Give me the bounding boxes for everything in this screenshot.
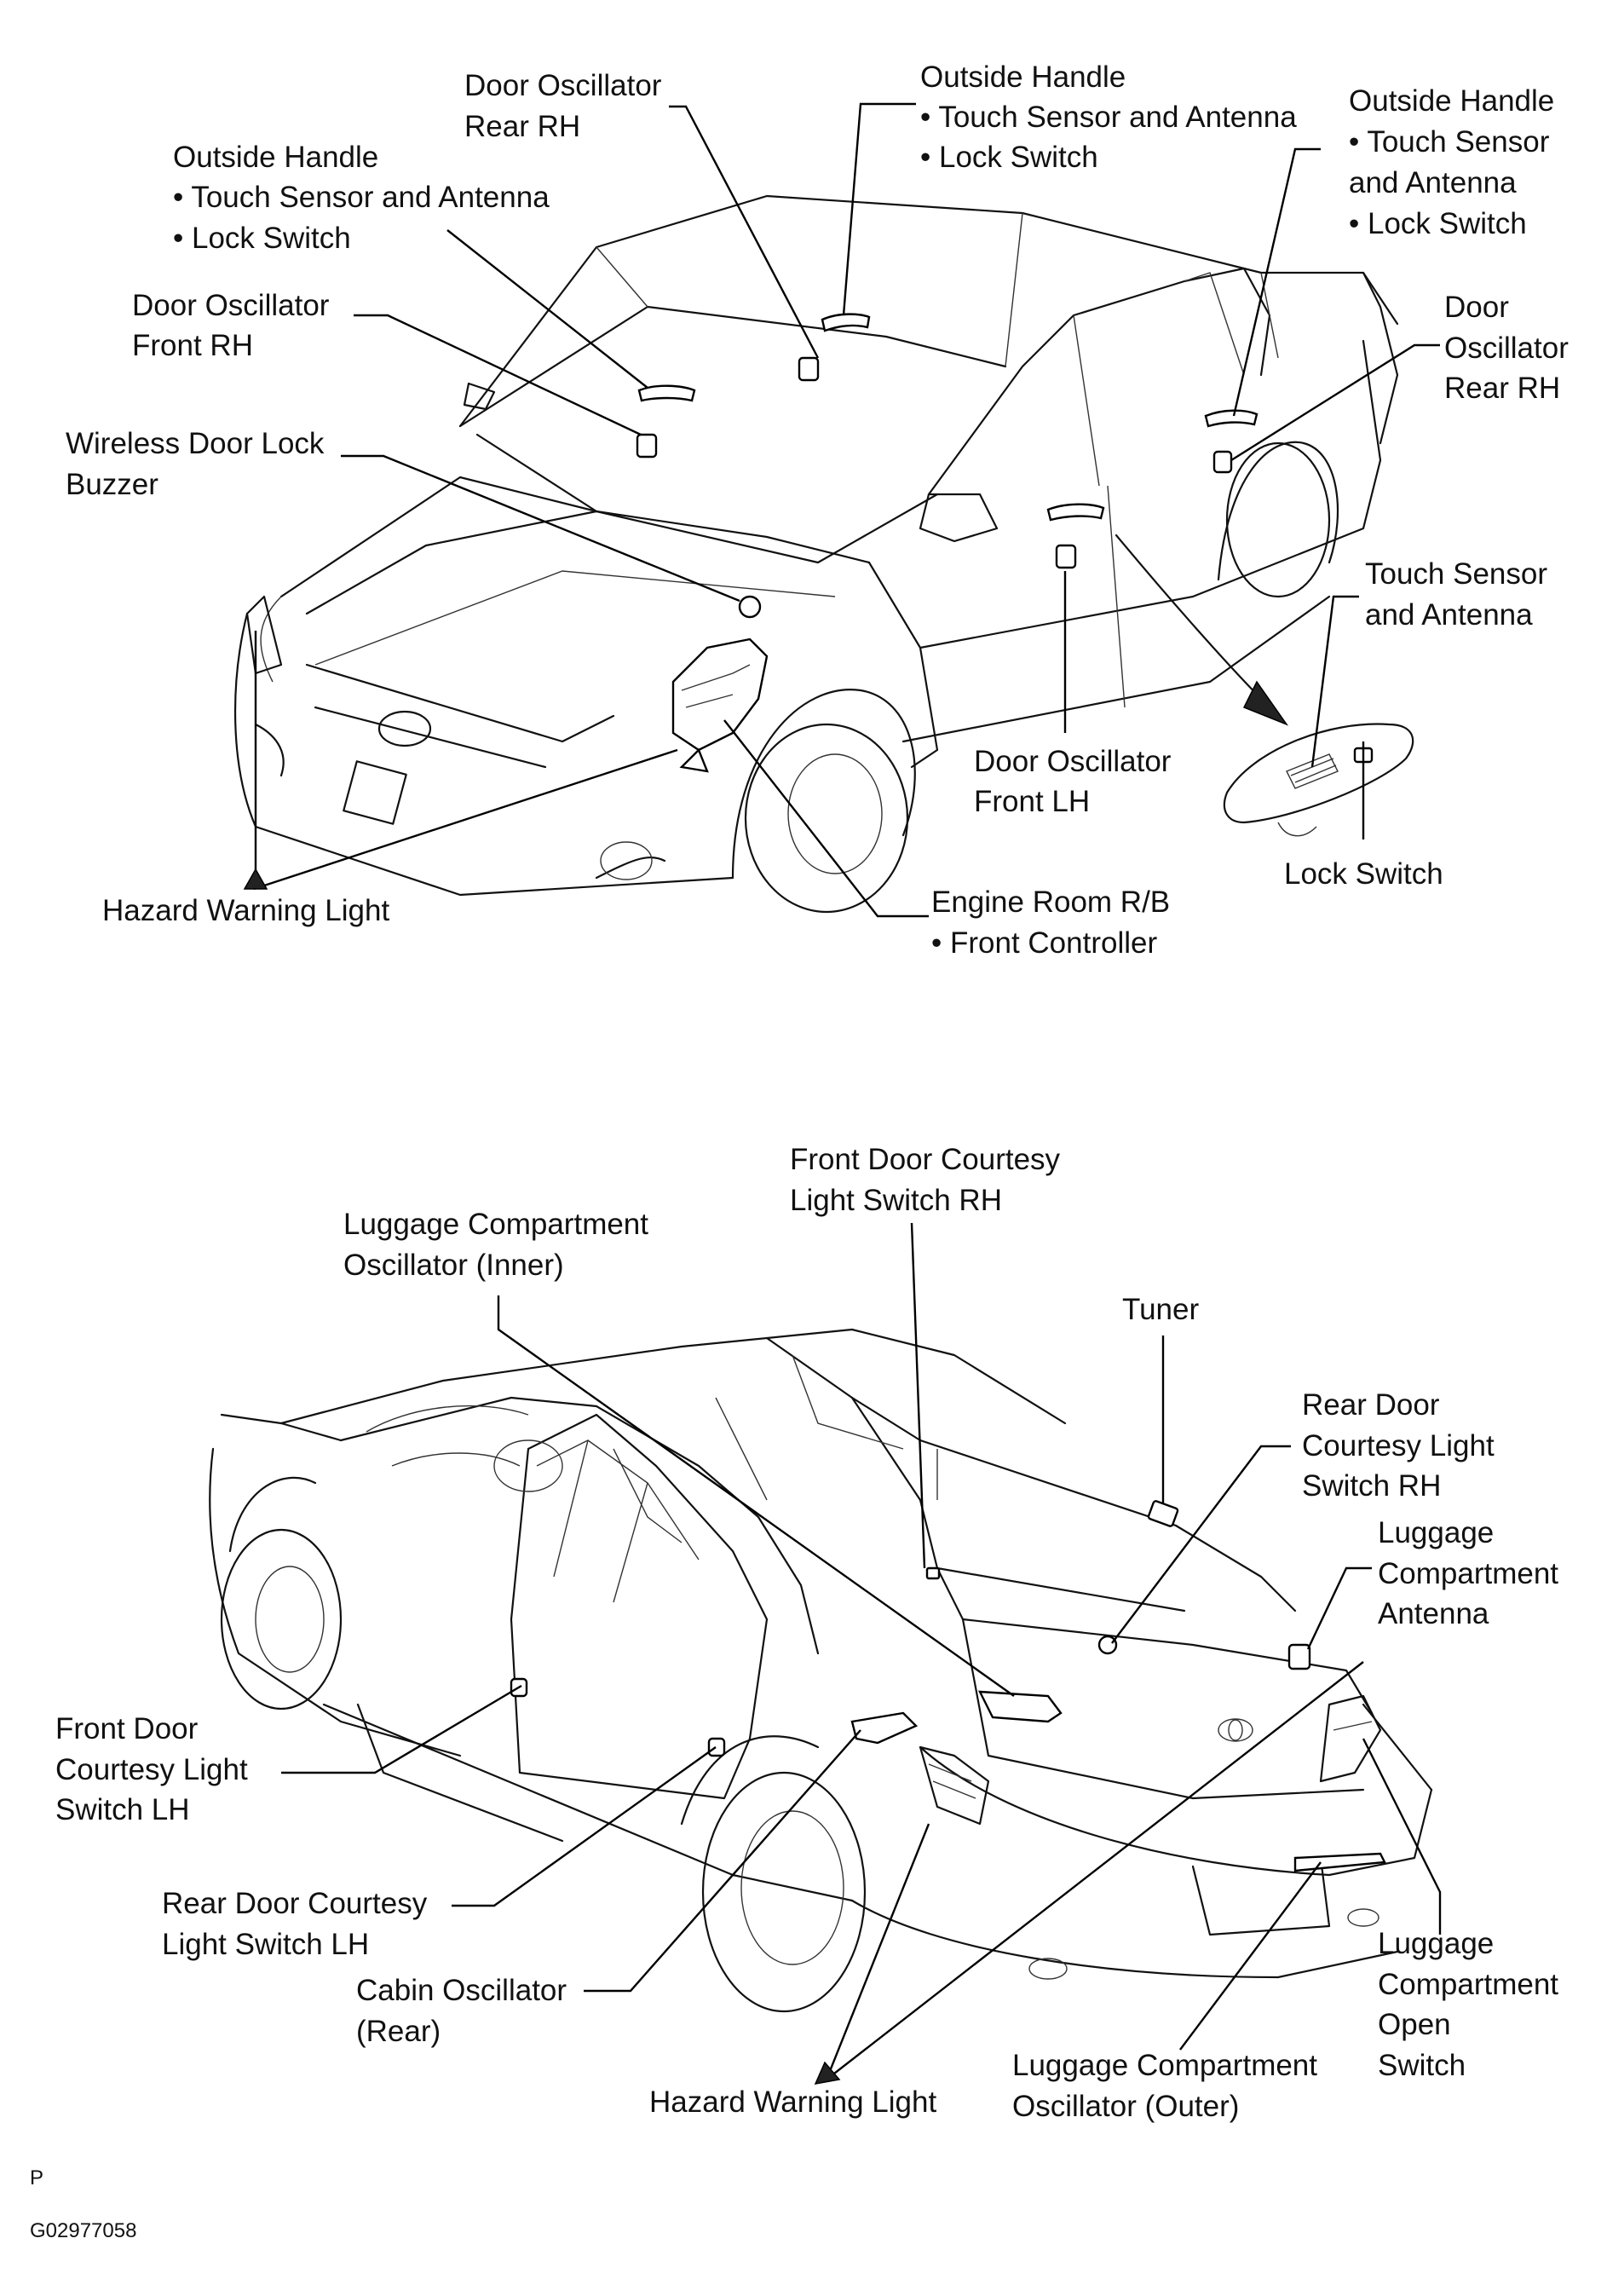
top-car-illustration [233, 194, 1399, 914]
leader-arrowheads [243, 868, 841, 2085]
label-door-osc-front-lh: Door Oscillator Front LH [974, 745, 1179, 818]
label-engine-room: Engine Room R/B • Front Controller [931, 886, 1178, 960]
label-cabin-osc-rear: Cabin Oscillator (Rear) [356, 1974, 575, 2048]
label-door-osc-rear-rh-top: Door Oscillator Rear RH [464, 69, 670, 143]
footer: P G02977058 [30, 2166, 136, 2242]
label-hazard-bottom: Hazard Warning Light [649, 2085, 936, 2119]
leader-lines [253, 102, 1442, 2080]
label-door-osc-rear-rh-right: Door Oscillator Rear RH [1444, 291, 1577, 405]
label-tuner: Tuner [1122, 1293, 1199, 1326]
footer-code-p: P [30, 2166, 43, 2189]
handle-detail-illustration [1115, 534, 1414, 837]
label-lock-switch: Lock Switch [1284, 857, 1443, 891]
label-luggage-open-switch: Luggage Compartment Open Switch [1378, 1927, 1567, 2082]
bottom-labels: Front Door Courtesy Light Switch RH Lugg… [55, 1143, 1567, 2123]
label-outside-handle-right: Outside Handle • Touch Sensor and Antenn… [1349, 84, 1563, 240]
label-luggage-osc-outer: Luggage Compartment Oscillator (Outer) [1012, 2049, 1326, 2123]
label-outside-handle-center: Outside Handle • Touch Sensor and Antenn… [920, 61, 1305, 174]
figure-code: G02977058 [30, 2219, 136, 2242]
label-luggage-antenna: Luggage Compartment Antenna [1378, 1516, 1567, 1630]
label-outside-handle-left: Outside Handle • Touch Sensor and Antenn… [173, 141, 557, 255]
label-wireless-buzzer: Wireless Door Lock Buzzer [66, 427, 332, 501]
label-hazard-top: Hazard Warning Light [102, 894, 389, 927]
label-front-door-courtesy-lh: Front Door Courtesy Light Switch LH [55, 1712, 256, 1826]
label-rear-door-courtesy-lh: Rear Door Courtesy Light Switch LH [162, 1887, 435, 1961]
bottom-car-illustration [209, 1328, 1433, 2013]
label-front-door-courtesy-rh: Front Door Courtesy Light Switch RH [790, 1143, 1068, 1217]
label-door-osc-front-rh: Door Oscillator Front RH [132, 289, 337, 362]
label-rear-door-courtesy-rh: Rear Door Courtesy Light Switch RH [1302, 1388, 1502, 1503]
label-luggage-osc-inner: Luggage Compartment Oscillator (Inner) [343, 1208, 657, 1282]
label-touch-sensor: Touch Sensor and Antenna [1365, 557, 1556, 632]
top-labels: Door Oscillator Rear RH Outside Handle •… [66, 61, 1577, 960]
